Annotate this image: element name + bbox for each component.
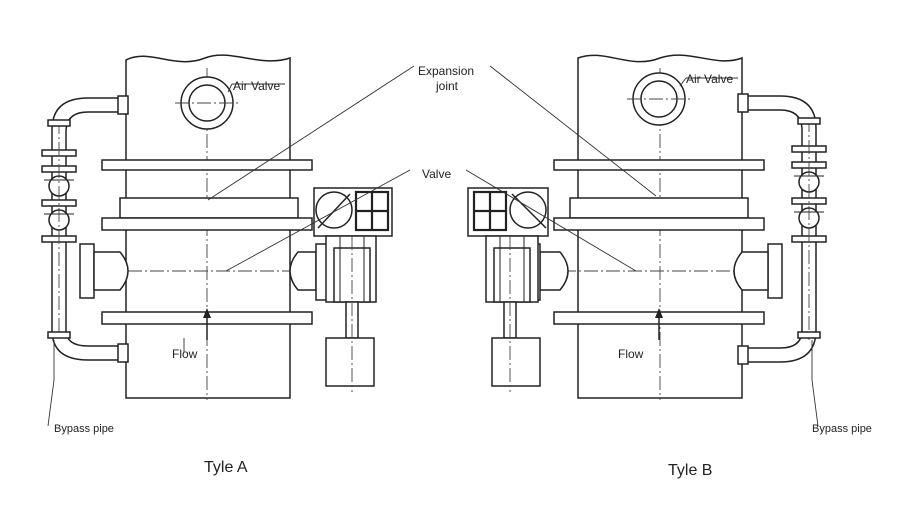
air-valve — [627, 72, 692, 126]
bypass-pipe-label-b: Bypass pipe — [812, 423, 872, 435]
type-b-title: Tyle B — [668, 462, 712, 479]
expansion-joint-body — [569, 197, 749, 219]
column-body — [125, 54, 291, 399]
air-valve — [175, 76, 240, 130]
valve-label: Valve — [422, 167, 451, 181]
bypass-pipe-a — [41, 95, 129, 363]
flow-label-b: Flow — [618, 347, 644, 361]
air-valve-label-a: Air Valve — [233, 79, 280, 93]
expansion-joint-body — [119, 197, 299, 219]
middle-flange — [101, 217, 313, 231]
right-nozzle — [289, 243, 329, 301]
expansion-joint-label-line1: Expansion — [418, 64, 474, 78]
flow-label-a: Flow — [172, 347, 198, 361]
bypass-pipe-label-a: Bypass pipe — [54, 423, 114, 435]
valve-assembly-b — [467, 187, 549, 392]
bypass-pipe-b — [737, 93, 827, 365]
middle-flange — [553, 217, 765, 231]
type-a-assembly — [41, 54, 415, 427]
type-a-title: Tyle A — [204, 459, 248, 476]
top-flange — [553, 159, 765, 171]
column-body — [577, 54, 743, 399]
top-flange — [101, 159, 313, 171]
valve-assembly-a — [313, 187, 393, 392]
type-b-assembly — [465, 54, 827, 427]
expansion-joint-label-line2: joint — [435, 79, 459, 93]
air-valve-label-b: Air Valve — [686, 72, 733, 86]
right-nozzle — [733, 243, 783, 299]
left-nozzle — [79, 243, 129, 299]
